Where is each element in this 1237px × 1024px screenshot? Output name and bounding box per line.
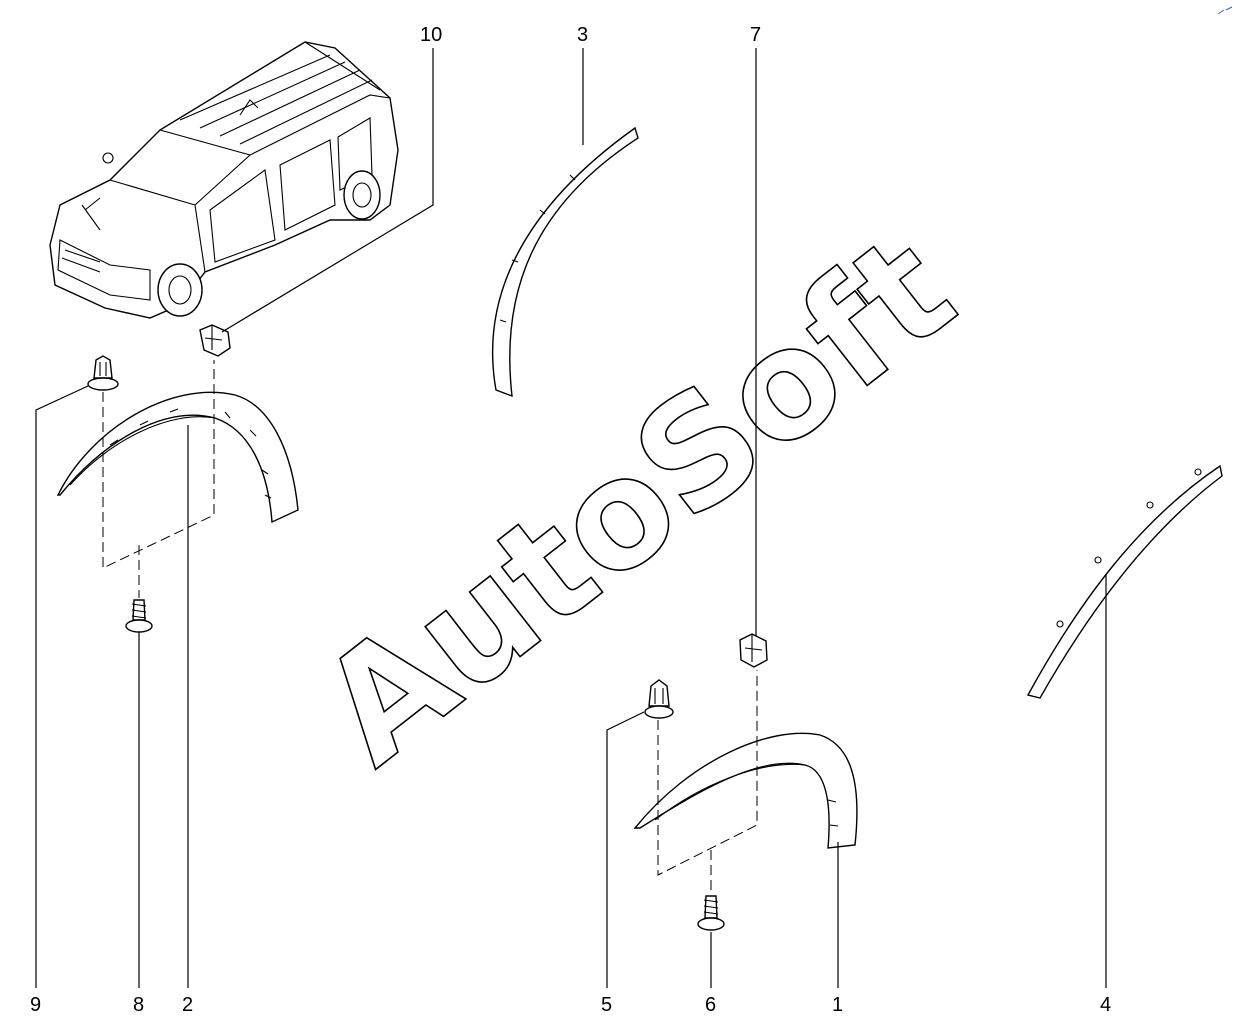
callout-label-5: 5 — [601, 994, 612, 1016]
callout-label-2: 2 — [182, 994, 193, 1016]
clip-part-7 — [739, 633, 768, 668]
leader-lines — [35, 48, 1107, 988]
rivet-part-5 — [644, 679, 674, 719]
callout-label-4: 4 — [1100, 994, 1111, 1016]
callout-label-7: 7 — [750, 24, 761, 46]
assembly-lines — [102, 360, 758, 894]
watermark-text: AutoSoft — [290, 202, 985, 798]
callout-label-1: 1 — [832, 994, 843, 1016]
wheel-arch-part-2 — [56, 391, 299, 524]
corner-mark — [1217, 6, 1233, 15]
vehicle-illustration — [49, 41, 399, 319]
callout-label-3: 3 — [577, 24, 588, 46]
callout-label-8: 8 — [133, 994, 144, 1016]
clip-part-10 — [199, 324, 231, 357]
callout-label-9: 9 — [30, 994, 41, 1016]
wheel-arch-part-1 — [633, 732, 858, 849]
rivet-part-9 — [87, 355, 119, 391]
moulding-part-4 — [1026, 464, 1223, 699]
callout-labels: 10 3 7 9 8 2 5 6 1 4 — [30, 24, 1111, 1016]
moulding-part-3 — [491, 126, 639, 398]
callout-label-10: 10 — [420, 24, 442, 46]
callout-label-6: 6 — [705, 994, 716, 1016]
screw-part-6 — [697, 895, 725, 931]
screw-part-8 — [125, 599, 153, 633]
